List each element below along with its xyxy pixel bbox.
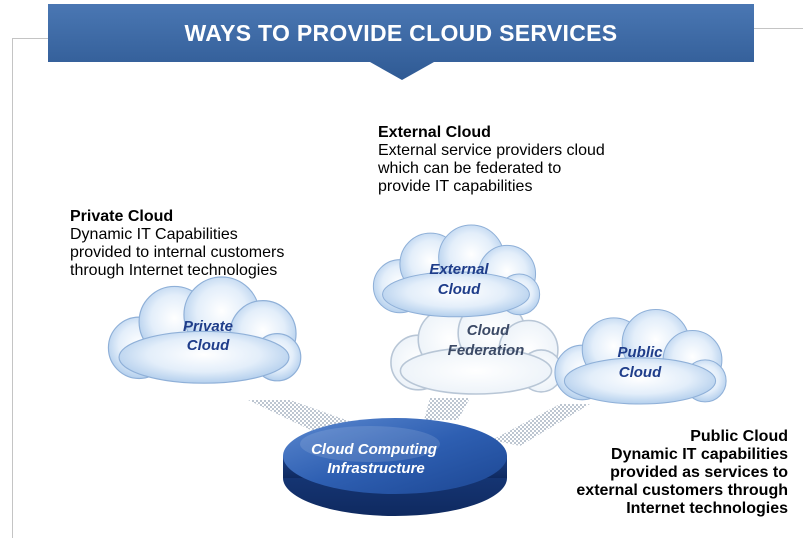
private-cloud-label-line1: Private	[183, 318, 233, 335]
private-cloud-description: Private Cloud Dynamic IT Capabilities pr…	[70, 208, 370, 280]
public-cloud-description: Public Cloud Dynamic IT capabilities pro…	[500, 428, 788, 518]
external-cloud-heading: External Cloud	[378, 124, 491, 141]
private-cloud-heading: Private Cloud	[70, 208, 174, 225]
external-cloud-description: External Cloud External service provider…	[378, 124, 698, 196]
private-cloud-body: Dynamic IT Capabilities provided to inte…	[70, 226, 285, 279]
external-cloud-label-line2: Cloud	[438, 281, 481, 298]
page-title: WAYS TO PROVIDE CLOUD SERVICES	[184, 19, 618, 46]
frame-line-left	[12, 38, 13, 538]
connector-federation	[424, 398, 470, 420]
public-cloud-label-line1: Public	[617, 344, 663, 361]
frame-line-top-left	[12, 38, 52, 39]
external-cloud-label-line1: External	[429, 261, 489, 278]
federation-label-line2: Federation	[448, 342, 525, 359]
public-cloud-heading: Public Cloud	[690, 428, 788, 445]
public-cloud-label-line2: Cloud	[619, 364, 662, 381]
federation-label-line1: Cloud	[467, 322, 510, 339]
private-cloud-label-line2: Cloud	[187, 337, 230, 354]
infrastructure-label-line1: Cloud Computing	[311, 441, 437, 458]
infrastructure-disc	[283, 418, 507, 516]
public-cloud-body: Dynamic IT capabilities provided as serv…	[576, 446, 788, 517]
infrastructure-label-line2: Infrastructure	[327, 460, 425, 477]
frame-line-top-right	[750, 28, 803, 29]
title-banner	[48, 4, 754, 80]
external-cloud-body: External service providers cloud which c…	[378, 142, 605, 195]
connector-public	[492, 404, 590, 446]
